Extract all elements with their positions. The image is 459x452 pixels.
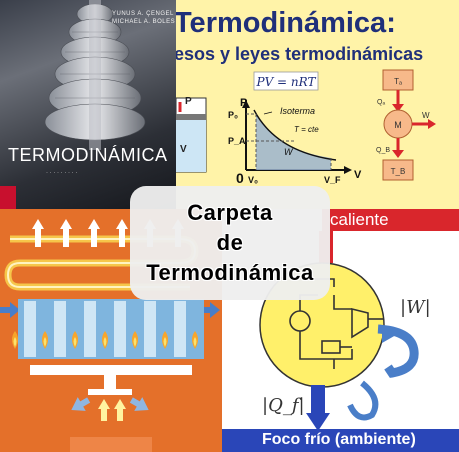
engine-w-label: W	[422, 111, 430, 120]
inlet-arrow-left	[0, 302, 20, 318]
flame-icons	[12, 331, 198, 349]
engine-ta-label: Tₐ	[394, 77, 403, 86]
heat-exchanger-image	[0, 209, 222, 452]
work-label: |W|	[400, 297, 431, 318]
p0-tick: P₀	[228, 110, 238, 120]
banner-title: Termodinámica:	[176, 7, 396, 39]
hot-reservoir-bar: caliente	[322, 209, 459, 231]
hot-reservoir-label: caliente	[330, 210, 389, 229]
burner-row	[18, 299, 204, 359]
turbine-illustration	[44, 0, 146, 150]
folder-title-badge[interactable]: Carpeta de Termodinámica	[130, 186, 330, 300]
work-arrow	[377, 324, 419, 378]
engine-m-label: M	[394, 120, 402, 130]
cold-reservoir-label: Foco frío (ambiente)	[262, 431, 416, 448]
pv-plot: P V 0 P₀ P_A V₀ V_F Isoterma T = cte W	[228, 97, 362, 186]
p-axis-label: P	[240, 97, 247, 109]
heat-engine-schematic: Tₐ Qₐ M W Q_B T_B	[376, 69, 436, 181]
heat-exchanger-illustration	[0, 219, 220, 452]
book-cover-image: YUNUS A. ÇENGEL MICHAEL A. BOLES TERMODI…	[0, 0, 176, 209]
book-authors: YUNUS A. ÇENGEL MICHAEL A. BOLES	[112, 10, 175, 26]
formula-text: PV = nRT	[256, 75, 317, 89]
isotherm-condition: T = cte	[294, 125, 319, 134]
heat-out-arrow	[306, 413, 330, 431]
cold-reservoir-bar: Foco frío (ambiente)	[222, 429, 459, 452]
publisher-logo	[0, 186, 16, 209]
isotherm-label: Isoterma	[280, 106, 315, 116]
manifold	[30, 365, 192, 375]
badge-line-3: Termodinámica	[146, 260, 314, 285]
air-arrow-left	[71, 397, 91, 411]
piston-v-label: V	[180, 144, 187, 155]
thermodynamics-banner: Termodinámica: esos y leyes termodinámic…	[176, 0, 459, 209]
work-area	[256, 114, 331, 170]
work-area-label: W	[284, 147, 294, 157]
origin-label: 0	[236, 170, 244, 186]
v-axis-label: V	[354, 169, 362, 181]
engine-tb-label: T_B	[391, 167, 406, 176]
book-subtitle-smudge: · · · · · · · · ·	[46, 170, 78, 176]
outlet-arrow-right	[200, 302, 220, 318]
pa-tick: P_A	[228, 136, 246, 146]
book-title: TERMODINÁMICA	[8, 145, 168, 165]
fuel-arrows	[98, 399, 126, 421]
banner-diagrams: PV = nRT P V P V 0 P₀ P_A V	[176, 69, 436, 186]
v0-tick: V₀	[248, 175, 258, 185]
author-2: MICHAEL A. BOLES	[112, 19, 176, 25]
isotherm-curve	[253, 109, 337, 161]
piston-p-label: P	[185, 96, 192, 107]
engine-qb-label: Q_B	[376, 147, 390, 154]
vf-tick: V_F	[324, 175, 341, 185]
air-arrow-right	[129, 397, 149, 411]
engine-schematic	[289, 278, 384, 369]
formula-box	[253, 71, 319, 91]
badge-line-1: Carpeta	[187, 200, 273, 225]
engine-qa-label: Qₐ	[377, 99, 385, 106]
banner-subtitle: esos y leyes termodinámicas	[176, 44, 424, 64]
badge-line-2: de	[216, 230, 244, 255]
heat-out-label: |Q_f|	[262, 395, 305, 416]
piston-cylinder: P V	[176, 96, 207, 173]
author-1: YUNUS A. ÇENGEL	[112, 11, 174, 17]
